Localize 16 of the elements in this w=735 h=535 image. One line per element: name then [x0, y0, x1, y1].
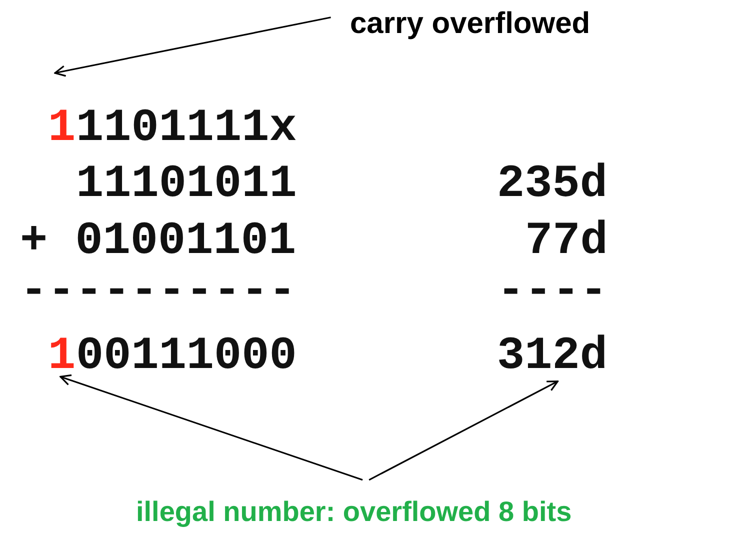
decimal-operand: 235d — [497, 161, 608, 207]
sum-rule: ---- — [497, 268, 608, 314]
note-text: carry overflowed — [350, 7, 590, 42]
arrow — [60, 374, 363, 481]
carry-digit: 1 — [48, 105, 76, 151]
binary-operand: + 01001101 — [20, 218, 296, 264]
carry-digit: 1 — [48, 333, 76, 379]
decimal-operand: 77d — [525, 218, 608, 264]
sum-rule: ---------- — [20, 268, 296, 314]
binary-sum: 00111000 — [76, 333, 297, 379]
binary-operand: 11101011 — [76, 161, 297, 207]
note-text: illegal number: overflowed 8 bits — [136, 496, 572, 528]
arrow — [54, 16, 331, 77]
decimal-sum: 312d — [497, 333, 608, 379]
carry-row: 1101111x — [76, 105, 297, 151]
arrow — [368, 380, 559, 481]
